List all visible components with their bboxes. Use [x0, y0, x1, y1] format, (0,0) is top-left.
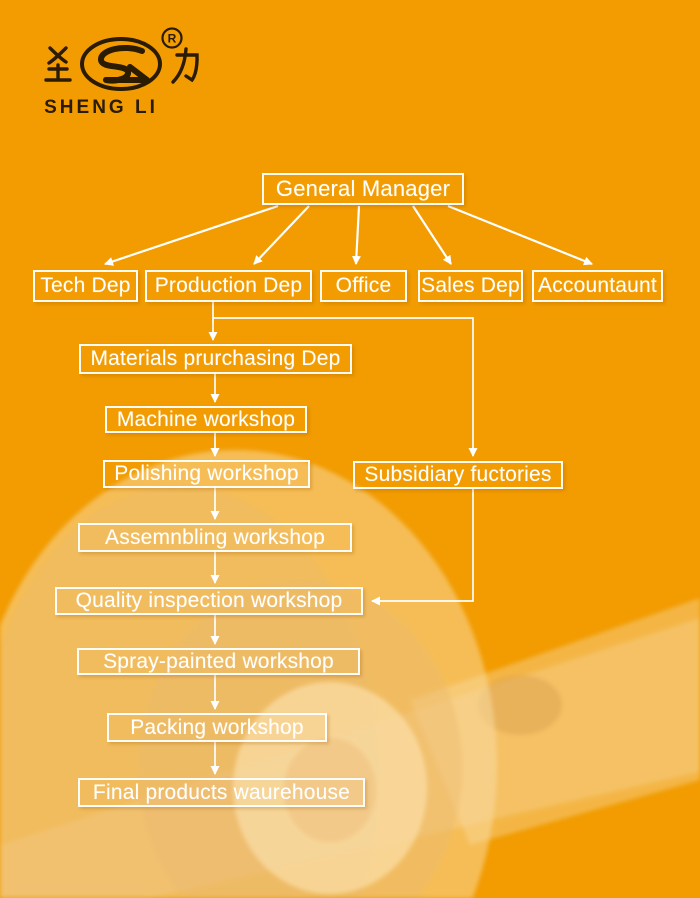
org-node-general-manager: General Manager	[262, 173, 464, 205]
org-node-sales-dep: Sales Dep	[418, 270, 523, 302]
org-node-final-products-warehouse: Final products waurehouse	[78, 778, 365, 807]
logo-wordmark: SHENG LI	[44, 97, 158, 118]
org-node-polishing-workshop: Polishing workshop	[103, 460, 310, 488]
org-node-packing-workshop: Packing workshop	[107, 713, 327, 742]
org-node-machine-workshop: Machine workshop	[105, 406, 307, 433]
org-node-subsidiary-factories: Subsidiary fuctories	[353, 461, 563, 489]
org-node-production-dep: Production Dep	[145, 270, 312, 302]
org-node-spray-painted-workshop: Spray-painted workshop	[77, 648, 360, 675]
org-node-materials-purchasing: Materials prurchasing Dep	[79, 344, 352, 374]
org-node-accountaunt: Accountaunt	[532, 270, 663, 302]
org-node-tech-dep: Tech Dep	[33, 270, 138, 302]
org-node-office: Office	[320, 270, 407, 302]
shengli-logo: R 圣 力 SHENG LI	[26, 24, 206, 120]
logo-emblem-icon: R	[44, 27, 199, 91]
registered-trademark-icon: R	[168, 32, 177, 46]
org-node-assembling-workshop: Assemnbling workshop	[78, 523, 352, 552]
org-node-quality-inspection-workshop: Quality inspection workshop	[55, 587, 363, 615]
